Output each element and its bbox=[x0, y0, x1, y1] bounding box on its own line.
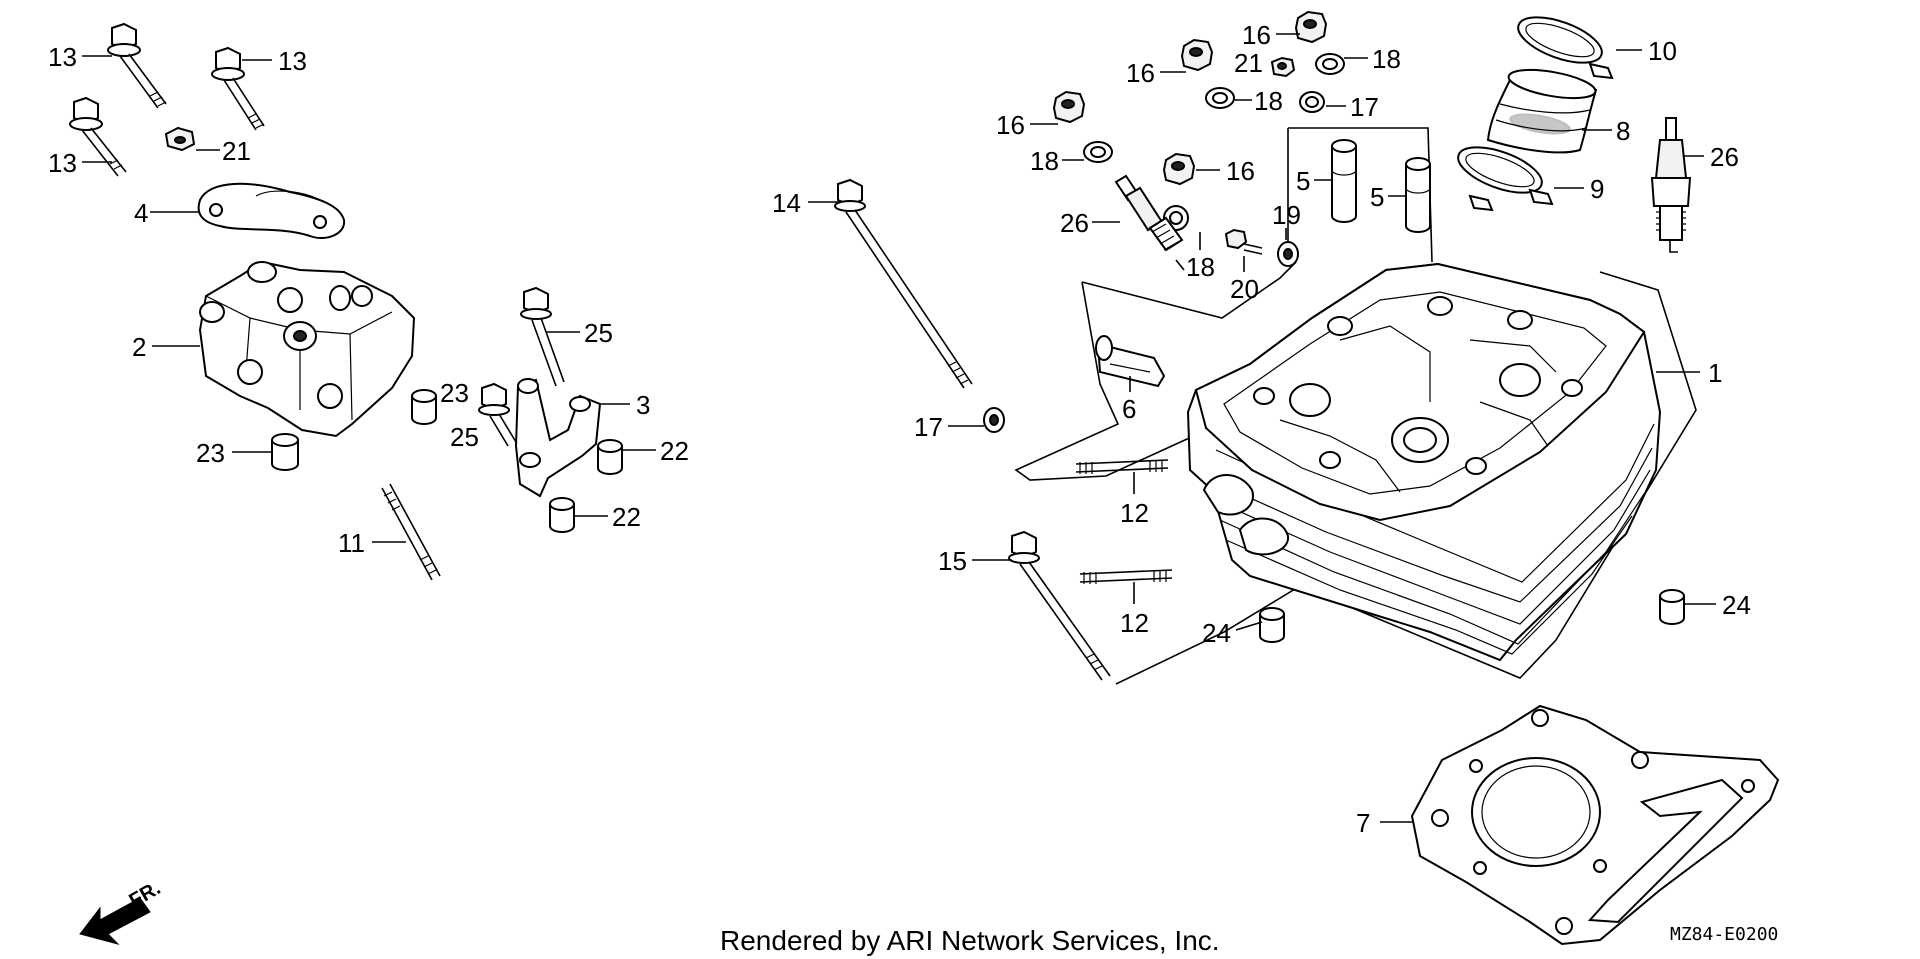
bolt-14 bbox=[834, 178, 973, 389]
clamp-9 bbox=[1457, 146, 1554, 212]
callout-9: 9 bbox=[1590, 174, 1604, 204]
dowel-24-left bbox=[1259, 607, 1285, 643]
callout-18-a: 18 bbox=[1030, 146, 1059, 176]
nut-16-c bbox=[1294, 10, 1328, 44]
bolt-13-mid bbox=[211, 46, 265, 131]
callout-19: 19 bbox=[1272, 200, 1301, 230]
nut-21-left bbox=[164, 126, 196, 152]
valve-guide-5-a bbox=[1331, 139, 1357, 223]
washer-17-left bbox=[983, 407, 1005, 433]
washer-18-b bbox=[1205, 87, 1235, 109]
washer-18-a bbox=[1083, 141, 1113, 163]
callout-12-b: 12 bbox=[1120, 608, 1149, 638]
callout-labels: 13 13 13 21 4 2 23 23 25 25 3 22 22 11 1… bbox=[48, 20, 1778, 956]
callout-24-a: 24 bbox=[1202, 618, 1231, 648]
bolt-25-top bbox=[520, 286, 565, 387]
callout-18-d: 18 bbox=[1186, 252, 1215, 282]
callout-15: 15 bbox=[938, 546, 967, 576]
leader-24a bbox=[1235, 621, 1263, 631]
callout-24-b: 24 bbox=[1722, 590, 1751, 620]
callout-22-a: 22 bbox=[660, 436, 689, 466]
callout-3: 3 bbox=[636, 390, 650, 420]
callout-2: 2 bbox=[132, 332, 146, 362]
callout-23-b: 23 bbox=[196, 438, 225, 468]
spark-plug-26-right bbox=[1650, 117, 1692, 253]
frame-line-top bbox=[1081, 261, 1297, 319]
callout-17-a: 17 bbox=[914, 412, 943, 442]
callout-21-a: 21 bbox=[222, 136, 251, 166]
bolt-25-low bbox=[478, 382, 517, 447]
bolt-15 bbox=[1008, 530, 1111, 681]
dowel-23-b bbox=[271, 433, 299, 471]
callout-18-c: 18 bbox=[1372, 44, 1401, 74]
callout-7: 7 bbox=[1356, 808, 1370, 838]
callout-26-a: 26 bbox=[1060, 208, 1089, 238]
callout-16-b: 16 bbox=[1126, 58, 1155, 88]
callout-1: 1 bbox=[1708, 358, 1722, 388]
bolt-20 bbox=[1224, 228, 1263, 255]
dowel-23-a bbox=[411, 389, 437, 425]
callout-25-b: 25 bbox=[450, 422, 479, 452]
dowel-22-b bbox=[549, 497, 575, 533]
callout-13-a: 13 bbox=[48, 42, 77, 72]
callout-18-b: 18 bbox=[1254, 86, 1283, 116]
cylinder-head-1 bbox=[1186, 262, 1662, 662]
callout-14: 14 bbox=[772, 188, 801, 218]
stud-12-top bbox=[1075, 459, 1169, 474]
callout-6: 6 bbox=[1122, 394, 1136, 424]
holder-3 bbox=[514, 378, 602, 498]
washer-17-top bbox=[1299, 91, 1325, 113]
clamp-10 bbox=[1517, 16, 1614, 80]
spark-plug-26-center bbox=[1114, 174, 1185, 271]
callout-23-a: 23 bbox=[440, 378, 469, 408]
callout-22-b: 22 bbox=[612, 502, 641, 532]
callout-5-a: 5 bbox=[1296, 166, 1310, 196]
callout-10: 10 bbox=[1648, 36, 1677, 66]
callout-4: 4 bbox=[134, 198, 148, 228]
credit-text: Rendered by ARI Network Services, Inc. bbox=[720, 925, 1220, 956]
dowel-22-a bbox=[597, 439, 623, 475]
nut-16-b bbox=[1180, 38, 1214, 72]
stud-12-low bbox=[1079, 569, 1173, 584]
valve-guide-6 bbox=[1095, 335, 1166, 388]
rocker-holder-2 bbox=[198, 260, 416, 438]
front-direction-arrow-icon bbox=[79, 897, 151, 945]
nut-16-a bbox=[1052, 90, 1086, 124]
callout-11: 11 bbox=[338, 528, 365, 558]
washer-18-c bbox=[1315, 53, 1345, 75]
callout-5-b: 5 bbox=[1370, 182, 1384, 212]
callout-26-b: 26 bbox=[1710, 142, 1739, 172]
washer-19 bbox=[1277, 241, 1299, 267]
callout-16-c: 16 bbox=[1242, 20, 1271, 50]
callout-17-b: 17 bbox=[1350, 92, 1379, 122]
callout-8: 8 bbox=[1616, 116, 1630, 146]
head-gasket-7 bbox=[1410, 704, 1780, 946]
gasket-4 bbox=[197, 182, 346, 239]
callout-25-a: 25 bbox=[584, 318, 613, 348]
valve-guide-5-b bbox=[1405, 157, 1431, 233]
frame-line-left bbox=[1014, 281, 1221, 481]
stud-11 bbox=[381, 483, 441, 581]
callout-12-a: 12 bbox=[1120, 498, 1149, 528]
insulator-8 bbox=[1486, 68, 1598, 154]
bolt-13-top bbox=[107, 22, 167, 109]
callout-13-c: 13 bbox=[48, 148, 77, 178]
frame-line-bottom bbox=[1115, 271, 1697, 685]
callout-21-b: 21 bbox=[1234, 48, 1263, 78]
callout-13-b: 13 bbox=[278, 46, 307, 76]
callout-16-d: 16 bbox=[1226, 156, 1255, 186]
nut-16-d bbox=[1162, 152, 1196, 186]
diagram-code: MZ84-E0200 bbox=[1670, 924, 1778, 945]
bolt-13-low bbox=[69, 96, 127, 177]
dowel-24-right bbox=[1659, 589, 1685, 625]
callout-20: 20 bbox=[1230, 274, 1259, 304]
nut-21-top bbox=[1270, 56, 1296, 78]
callout-16-a: 16 bbox=[996, 110, 1025, 140]
